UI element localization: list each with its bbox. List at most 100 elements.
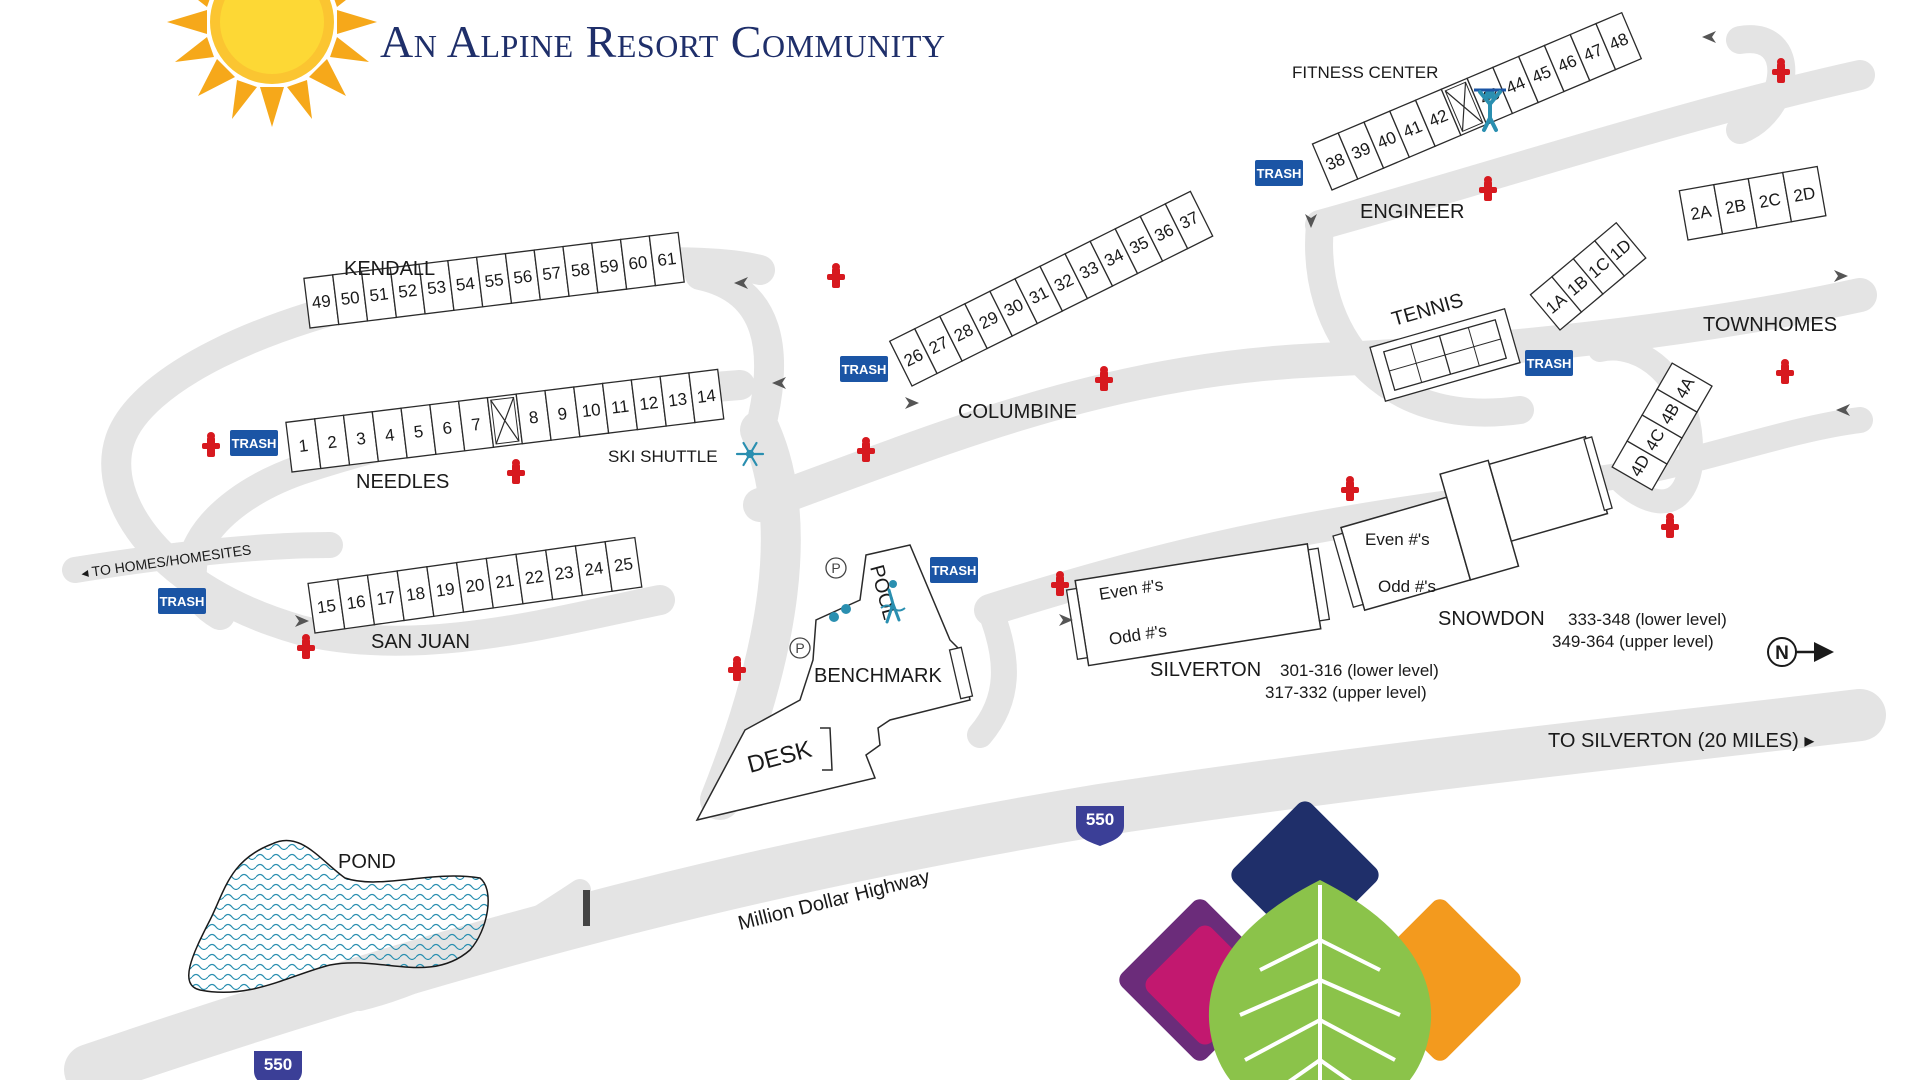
unit-number: 6 <box>441 418 453 438</box>
hot-tub-icon <box>841 604 851 614</box>
building-unit: 58 <box>562 242 599 297</box>
unit-number: 52 <box>397 281 418 302</box>
building-unit: 37 <box>1164 190 1214 250</box>
building-unit: 10 <box>573 382 610 438</box>
unit-number: 19 <box>435 579 456 600</box>
fire-hydrant-icon <box>1772 58 1790 83</box>
weightlifter-icon <box>1474 88 1506 132</box>
building-unit: 12 <box>630 375 667 431</box>
snowdon-even-label: Even #'s <box>1365 530 1430 549</box>
building-unit: 1 <box>285 418 322 473</box>
building-unit: 19 <box>426 561 465 618</box>
trash-icon: TRASH <box>1525 350 1573 376</box>
building-unit: 31 <box>1014 265 1064 325</box>
snowdon-upper-level: 349-364 (upper level) <box>1552 632 1714 651</box>
unit-number: 56 <box>512 267 533 288</box>
silverton-label: SILVERTON <box>1150 659 1261 681</box>
benchmark-label: BENCHMARK <box>814 665 942 687</box>
unit-number: 60 <box>627 252 648 273</box>
townhomes-label: TOWNHOMES <box>1703 314 1837 336</box>
svg-text:550: 550 <box>264 1055 292 1074</box>
engineer-label: ENGINEER <box>1360 201 1464 223</box>
trash-icon: TRASH <box>840 356 888 382</box>
building-unit: 27 <box>913 315 963 375</box>
unit-number: 49 <box>311 291 332 312</box>
building-unit: 1C <box>1572 239 1626 295</box>
building-unit: 42 <box>1414 88 1462 148</box>
unit-number: 17 <box>375 588 396 609</box>
map-title: An Alpine Resort Community <box>380 16 946 67</box>
building-unit: 60 <box>619 235 657 290</box>
unit-number: 10 <box>581 400 602 421</box>
building-unit: 45 <box>1517 44 1565 104</box>
fire-hydrant-icon <box>1776 359 1794 384</box>
svg-text:N: N <box>1775 643 1789 664</box>
svg-text:550: 550 <box>1086 810 1114 829</box>
unit-number: 20 <box>464 575 485 596</box>
unit-number: 59 <box>599 256 620 277</box>
fire-hydrant-icon <box>1341 476 1359 501</box>
parking-icon: P <box>825 557 847 579</box>
snowdon-label: SNOWDON <box>1438 608 1545 630</box>
building-unit: 56 <box>504 249 541 304</box>
unit-number: 18 <box>405 583 426 604</box>
route-550-shield: 550 <box>254 1051 302 1080</box>
unit-number: 57 <box>541 263 562 284</box>
sun-icon <box>167 0 377 127</box>
unit-number: 9 <box>557 404 569 424</box>
building-unit: 28 <box>938 302 989 362</box>
direction-arrow-icon <box>295 615 309 627</box>
unit-number: 21 <box>494 571 515 592</box>
snowdon-building <box>1332 435 1613 612</box>
pond-label: POND <box>338 851 396 873</box>
to-silverton-label: TO SILVERTON (20 MILES) ▸ <box>1548 730 1814 752</box>
arrow-layer <box>295 31 1850 627</box>
silverton-lower-level: 301-316 (lower level) <box>1280 661 1439 680</box>
silverton-building <box>1065 542 1331 667</box>
fire-hydrant-icon <box>1051 571 1069 596</box>
trash-icon: TRASH <box>930 557 978 583</box>
direction-arrow-icon <box>905 397 919 409</box>
hydrant-layer <box>202 58 1794 681</box>
building-unit: 18 <box>396 566 435 622</box>
building-unit: 4A <box>1656 362 1713 413</box>
svg-text:P: P <box>795 640 804 656</box>
unit-number: 25 <box>613 554 634 575</box>
snowflake-icon <box>735 441 765 467</box>
building-unit: 50 <box>331 270 369 326</box>
unit-number: 3 <box>355 429 367 449</box>
trash-icon: TRASH <box>158 588 206 614</box>
building-unit: 16 <box>337 574 376 630</box>
fire-hydrant-icon <box>1095 366 1113 391</box>
highway-marker <box>583 890 590 926</box>
building-unit: 51 <box>360 267 398 322</box>
unit-number: 2B <box>1724 196 1748 218</box>
unit-number: 54 <box>455 274 476 295</box>
unit-number: 23 <box>553 563 574 584</box>
svg-text:TRASH: TRASH <box>842 362 887 377</box>
building-unit: 57 <box>533 245 570 301</box>
unit-number: 16 <box>345 592 366 613</box>
columbine-label: COLUMBINE <box>958 401 1077 423</box>
swimmer-icon <box>880 580 906 624</box>
svg-text:TRASH: TRASH <box>160 594 205 609</box>
direction-arrow-icon <box>772 377 786 389</box>
unit-number: 50 <box>340 288 361 309</box>
fire-hydrant-icon <box>1479 176 1497 201</box>
building-unit: 35 <box>1114 215 1164 275</box>
building-unit: 40 <box>1363 110 1411 169</box>
building-unit: 29 <box>963 290 1014 350</box>
benchmark-building <box>695 544 974 822</box>
unit-number: 58 <box>570 260 591 281</box>
unit-number: 13 <box>667 389 688 410</box>
fire-hydrant-icon <box>827 263 845 288</box>
svg-text:TRASH: TRASH <box>932 563 977 578</box>
pond-shape <box>188 839 489 994</box>
tennis-court <box>1369 307 1521 403</box>
building-unit: 2D <box>1781 165 1827 223</box>
